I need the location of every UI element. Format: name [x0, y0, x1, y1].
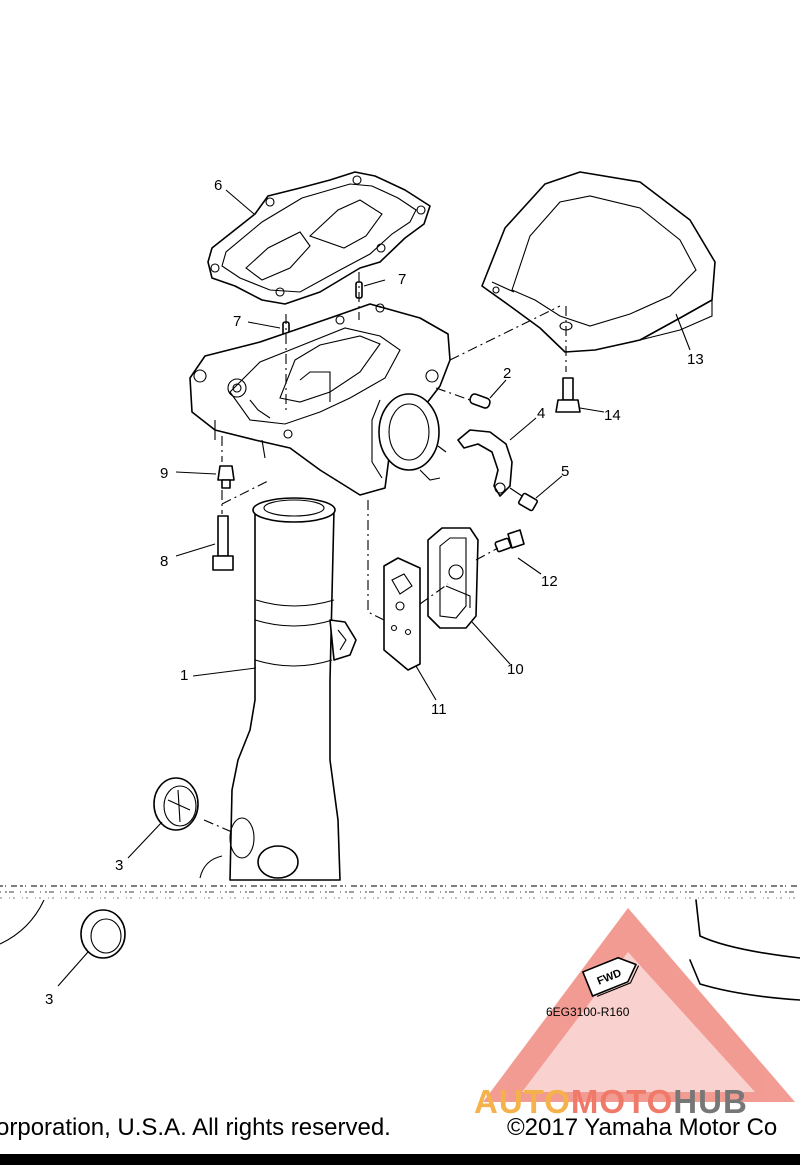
fwd-arrow-symbol: FWD [582, 956, 640, 997]
bolt-part-8 [212, 515, 234, 571]
bottom-bar [0, 1154, 800, 1165]
copyright-right: ©2017 Yamaha Motor Co [507, 1114, 778, 1141]
assembly-lines [203, 272, 567, 833]
scan-noise-band [0, 885, 800, 899]
callout-5: 5 [561, 463, 569, 480]
leader-lines [57, 189, 691, 987]
watermark-moto: MOTO [571, 1083, 673, 1120]
callout-7-lower: 7 [233, 313, 241, 330]
plug-part-3 [80, 777, 199, 959]
diagram-code: 6EG3100-R160 [546, 1005, 630, 1019]
watermark-hub: HUB [673, 1083, 748, 1120]
callout-3-lower: 3 [45, 991, 53, 1008]
cover-part-13 [481, 171, 716, 353]
bolt-part-14 [555, 377, 581, 413]
callout-10: 10 [507, 661, 524, 678]
clamp-part-4 [457, 429, 513, 497]
watermark-wordmark: AUTOMOTOHUB [474, 1083, 748, 1120]
callout-11: 11 [431, 701, 447, 718]
watermark-auto: AUTO [474, 1083, 571, 1120]
copyright-left: orporation, U.S.A. All rights reserved. [0, 1114, 391, 1141]
upper-case-part-1 [199, 497, 357, 881]
exhaust-guide-casing [189, 303, 451, 496]
plate-part-11 [383, 557, 421, 671]
gasket-part-6 [207, 171, 431, 305]
callout-2: 2 [503, 365, 511, 382]
callout-13: 13 [687, 351, 704, 368]
callout-1: 1 [180, 667, 188, 684]
callout-4: 4 [537, 405, 545, 422]
callout-14: 14 [604, 407, 621, 424]
screw-part-5 [509, 487, 538, 512]
callout-8: 8 [160, 553, 168, 570]
lower-partial-shapes [0, 899, 800, 1001]
grease-nipple-part-9 [217, 465, 235, 489]
callout-3-upper: 3 [115, 857, 123, 874]
screw-part-12 [494, 529, 525, 553]
callout-7-upper: 7 [398, 271, 406, 288]
watermark-triangle [483, 908, 795, 1102]
bracket-part-10 [427, 527, 479, 629]
callout-labels: 6 7 7 9 8 1 3 3 2 4 5 12 10 11 13 14 [45, 177, 704, 1008]
pin-part-2 [469, 393, 491, 409]
callout-9: 9 [160, 465, 168, 482]
callout-6: 6 [214, 177, 222, 194]
callout-12: 12 [541, 573, 558, 590]
